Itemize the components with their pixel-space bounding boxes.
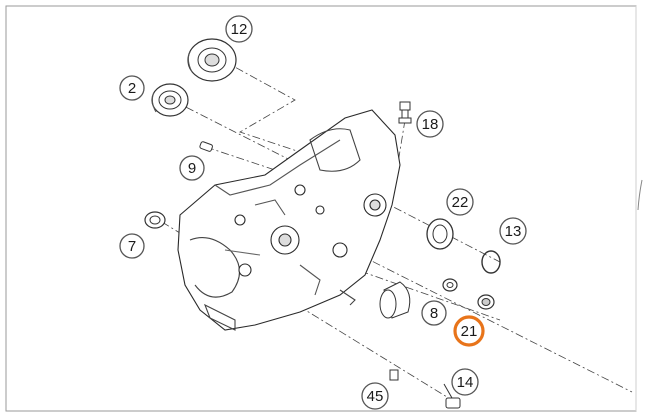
- callout-label-2: 2: [128, 80, 136, 97]
- axis-line-21: [329, 239, 633, 393]
- callout-label-12: 12: [231, 21, 248, 38]
- axis-line-12: [221, 59, 331, 163]
- callout-label-9: 9: [188, 160, 196, 177]
- callout-label-7: 7: [128, 238, 136, 255]
- callout-label-18: 18: [422, 116, 439, 133]
- bearing-21: [477, 294, 495, 310]
- callout-8: 8: [421, 300, 447, 326]
- bearing-2: [151, 83, 189, 117]
- callout-12: 12: [225, 15, 253, 43]
- shaft-seal-22: [426, 218, 454, 250]
- stud-45: [389, 369, 399, 381]
- callout-2: 2: [119, 75, 145, 101]
- callout-13: 13: [499, 217, 527, 245]
- callout-21-highlighted[interactable]: 21: [453, 315, 485, 347]
- callout-14: 14: [451, 368, 479, 396]
- callout-22: 22: [446, 188, 474, 216]
- bearing-12: [187, 38, 237, 82]
- axis-line-7: [161, 221, 461, 406]
- callout-label-21: 21: [461, 323, 478, 340]
- crankcase: [177, 109, 401, 331]
- seal-7: [144, 211, 166, 229]
- page-mark: [637, 179, 643, 211]
- pin-9: [199, 141, 213, 152]
- seal-8: [442, 278, 458, 292]
- callout-label-8: 8: [430, 305, 438, 322]
- callout-label-13: 13: [505, 223, 522, 240]
- callout-9: 9: [179, 155, 205, 181]
- callout-45: 45: [361, 382, 389, 410]
- bolt-14: [443, 383, 461, 409]
- callout-label-45: 45: [367, 388, 384, 405]
- callout-label-14: 14: [457, 374, 474, 391]
- o-ring-13: [481, 250, 501, 274]
- axis-line-2: [171, 99, 301, 166]
- callout-label-22: 22: [452, 194, 469, 211]
- fitting-18: [398, 101, 412, 124]
- callout-18: 18: [416, 110, 444, 138]
- callout-7: 7: [119, 233, 145, 259]
- bushing: [379, 281, 411, 319]
